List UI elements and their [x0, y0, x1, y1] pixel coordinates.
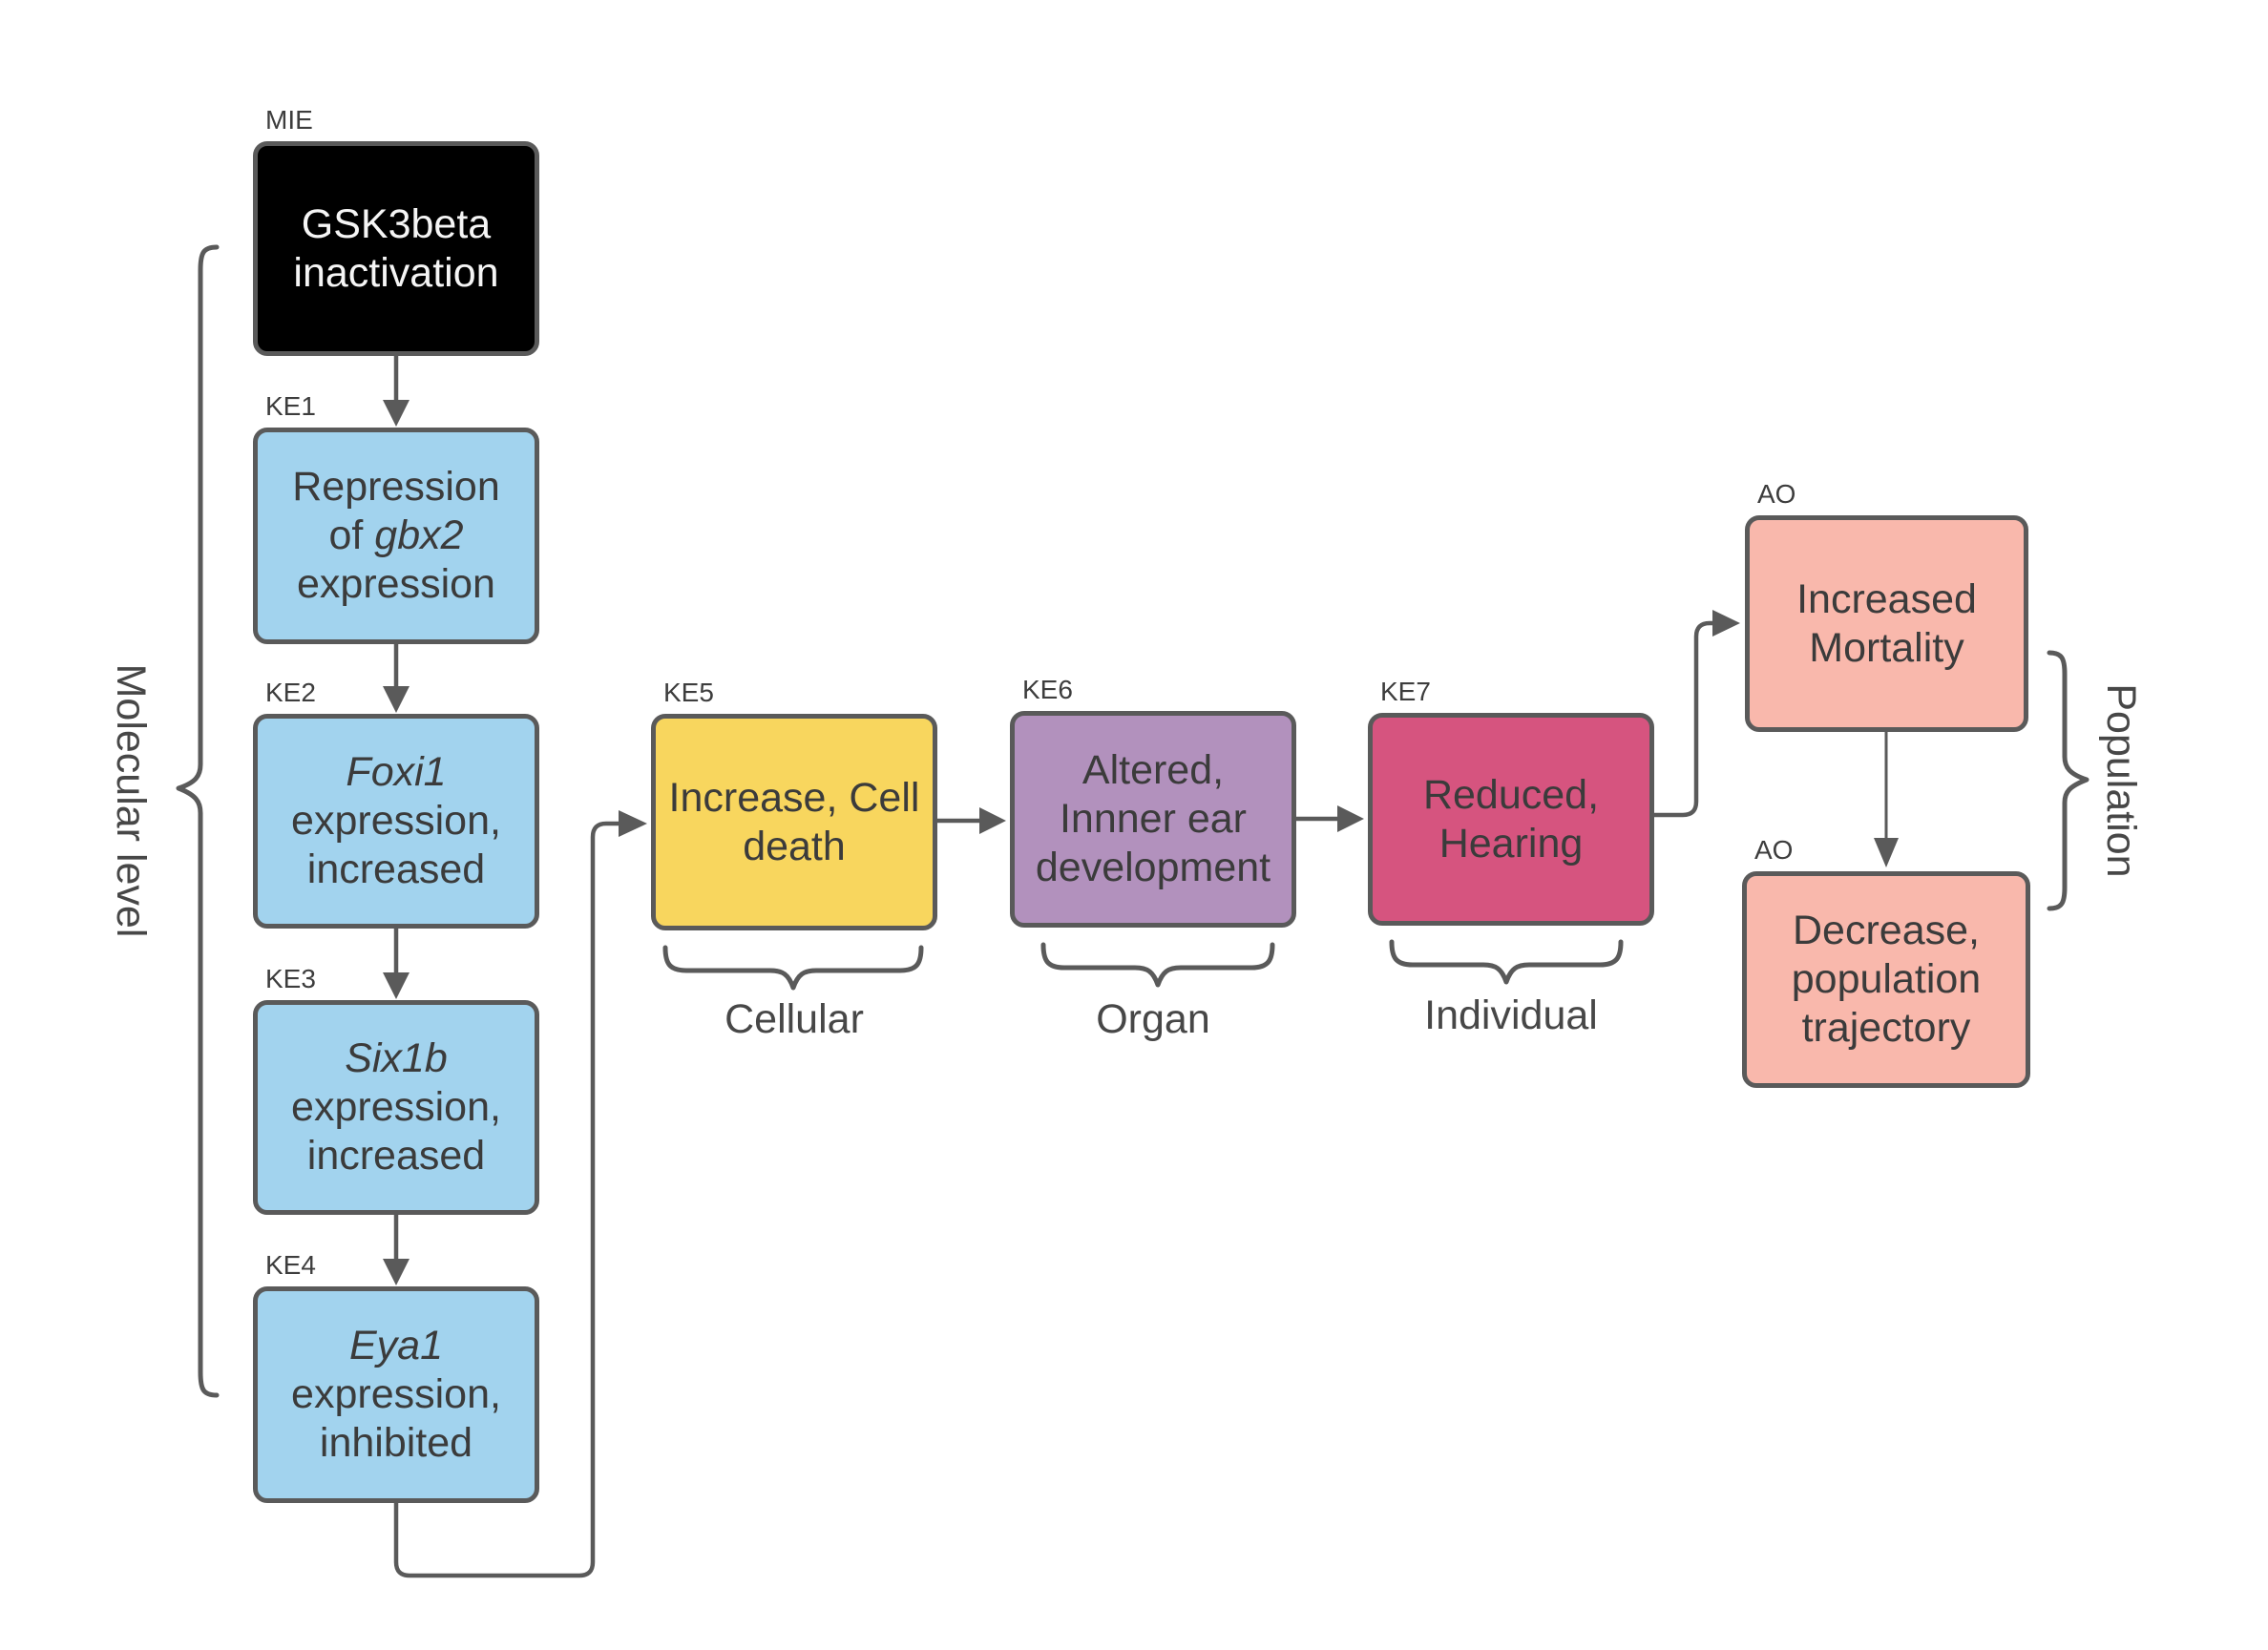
level-label-individual: Individual: [1424, 992, 1598, 1038]
arrow-ke1-to-ke2: [383, 641, 410, 713]
gene-name-gbx2: gbx2: [374, 512, 464, 558]
arrow-ke2-to-ke3: [383, 926, 410, 999]
gene-name-foxi1: Foxi1: [346, 749, 447, 795]
gene-name-six1b: Six1b: [345, 1035, 448, 1081]
brace-molecular-level: [176, 244, 220, 1398]
brace-organ: [1040, 942, 1275, 988]
brace-cellular: [662, 945, 924, 991]
elbow-arrow-ke4-to-ke5: [393, 810, 647, 1578]
elbow-arrow-ke7-to-ao1: [1651, 610, 1740, 818]
node-ke1-tag: KE1: [265, 391, 316, 421]
level-label-organ: Organ: [1096, 996, 1210, 1042]
level-label-cellular: Cellular: [724, 996, 864, 1042]
level-label-molecular: Molecular level: [108, 663, 154, 938]
node-mie-tag: MIE: [265, 105, 313, 135]
node-ao1-tag: AO: [1757, 479, 1796, 509]
node-ke6-tag: KE6: [1022, 675, 1073, 704]
node-ke4-tag: KE4: [265, 1250, 316, 1280]
arrow-mie-to-ke1: [383, 353, 410, 427]
gene-name-eya1: Eya1: [348, 1323, 443, 1368]
arrow-ke3-to-ke4: [383, 1212, 410, 1285]
arrow-ao1-to-ao2: [1874, 730, 1899, 867]
brace-population: [2047, 650, 2090, 911]
node-ke7-label: Reduced,Hearing: [1422, 771, 1600, 867]
node-ao2-tag: AO: [1754, 835, 1794, 865]
node-ke5-tag: KE5: [663, 678, 714, 707]
node-ke2-tag: KE2: [265, 678, 316, 707]
arrow-ke5-to-ke6: [934, 807, 1006, 834]
level-label-population: Population: [2098, 683, 2144, 878]
node-ke7-tag: KE7: [1380, 677, 1431, 706]
brace-individual: [1389, 939, 1624, 985]
arrow-ke6-to-ke7: [1292, 805, 1364, 832]
node-ke7: KE7 Reduced,Hearing: [1368, 677, 1654, 926]
node-ke3-tag: KE3: [265, 964, 316, 993]
